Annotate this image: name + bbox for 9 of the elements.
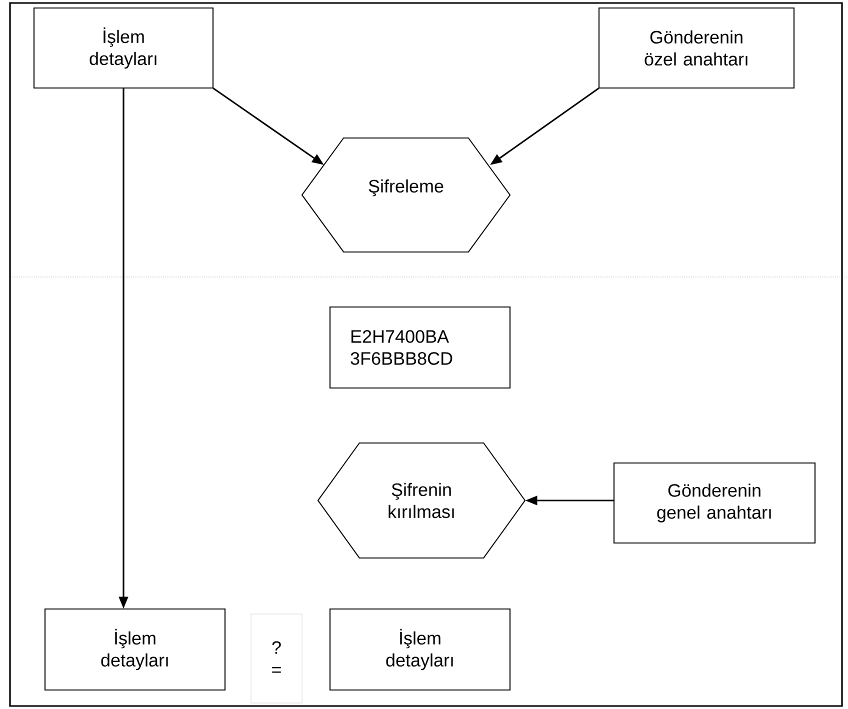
comparison-box: ? = <box>250 614 302 704</box>
process-box: E2H7400BA 3F6BBB8CD <box>329 306 511 389</box>
process-hexagon: Şifrenin kırılması <box>317 442 526 559</box>
process-box: İşlem detayları <box>33 7 214 89</box>
process-hexagon: Şifreleme <box>301 137 511 253</box>
process-box: İşlem detayları <box>329 608 511 691</box>
process-box: Gönderenin özel anahtarı <box>598 7 795 89</box>
process-box: Gönderenin genel anahtarı <box>613 462 816 544</box>
process-box: İşlem detayları <box>44 608 226 691</box>
